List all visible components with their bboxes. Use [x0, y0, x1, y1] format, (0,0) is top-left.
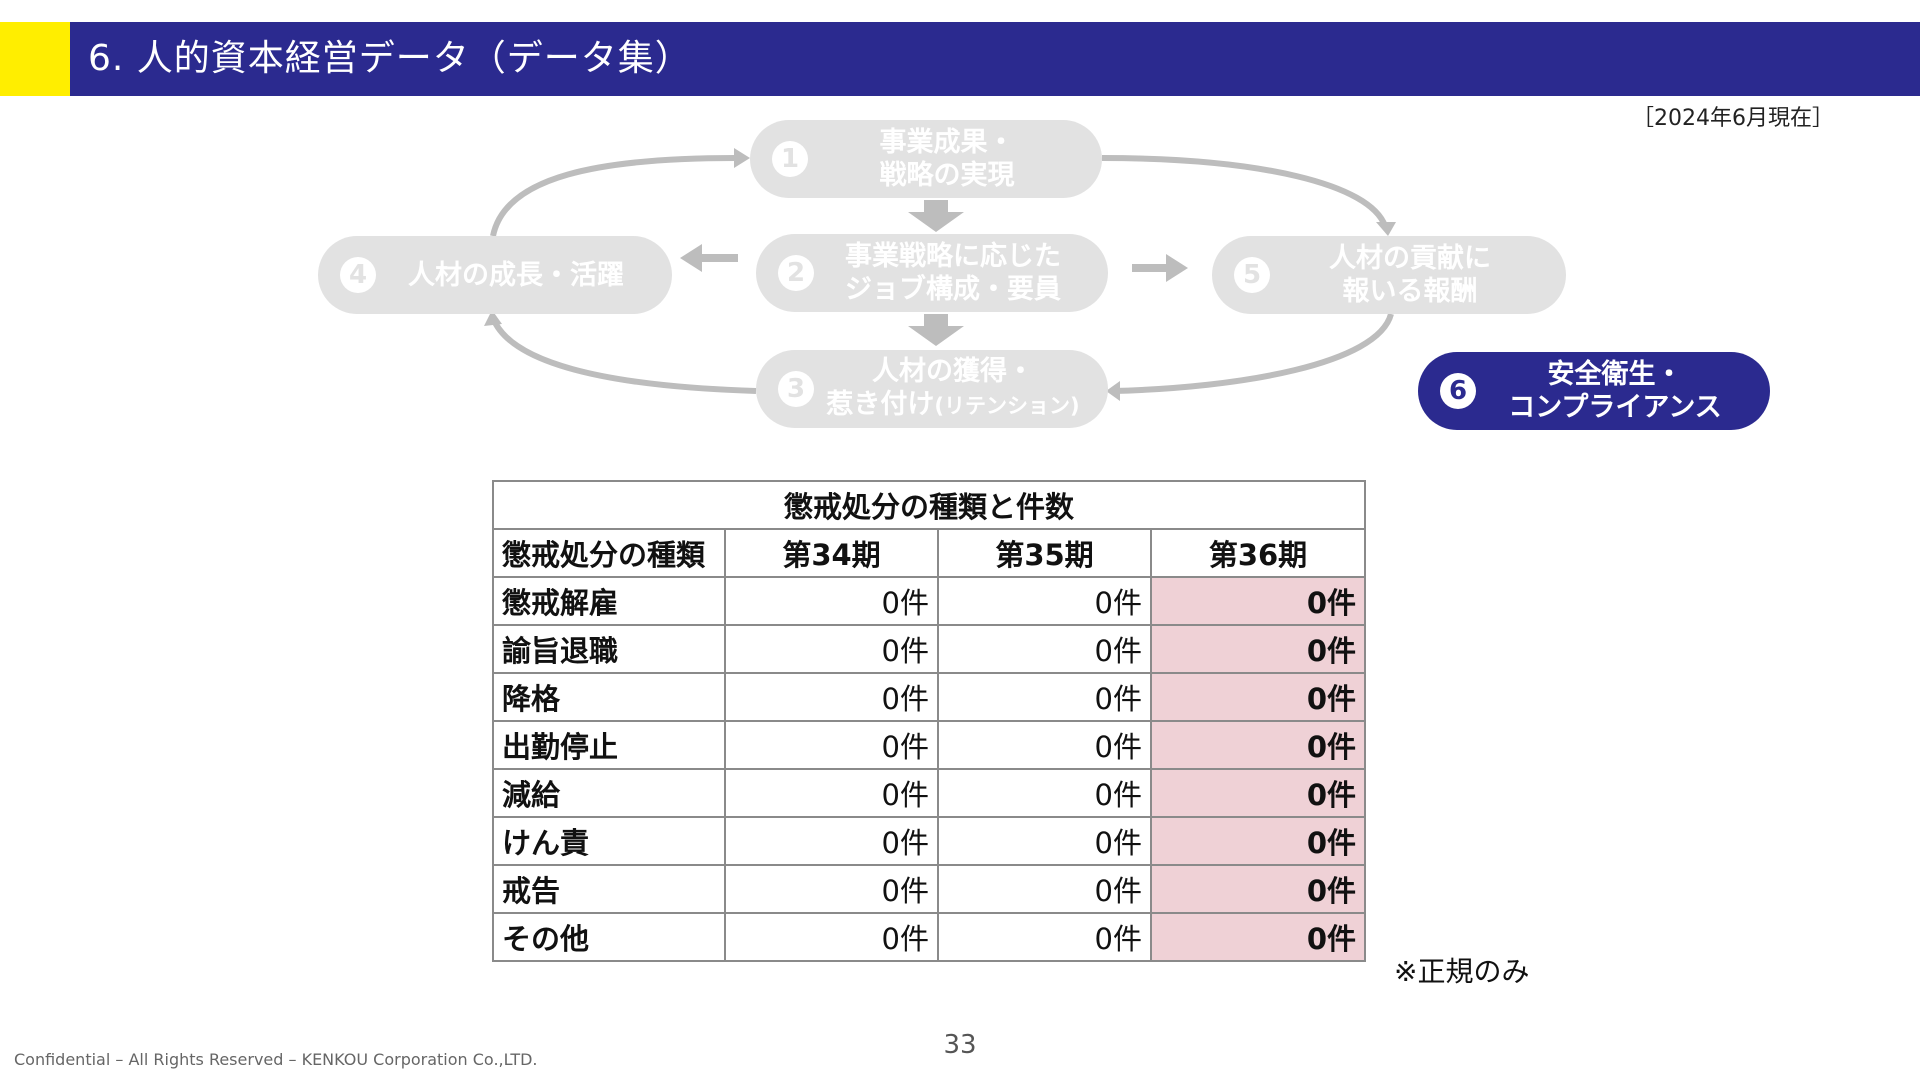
- number-3-badge: 3: [778, 371, 814, 407]
- node-job-structure: 2 事業戦略に応じたジョブ構成・要員: [756, 234, 1108, 312]
- number-4-badge: 4: [340, 257, 376, 293]
- table-row: 降格 0件 0件 0件: [492, 672, 1367, 722]
- node-label-line: 人材の獲得・: [872, 356, 1034, 387]
- cell-value: 0件: [937, 768, 1152, 818]
- arrow-4-to-1: [490, 155, 737, 237]
- node-business-results: 1 事業成果・戦略の実現: [750, 120, 1102, 198]
- node-label-line: コンプライアンス: [1508, 392, 1722, 423]
- table-row: 懲戒解雇 0件 0件 0件: [492, 576, 1367, 626]
- arrow-2-to-3: [908, 314, 964, 346]
- node-talent-growth: 4 人材の成長・活躍: [318, 236, 672, 314]
- number-2-badge: 2: [778, 255, 814, 291]
- cell-value-highlighted: 0件: [1149, 864, 1367, 914]
- arrow-1-to-5: [1101, 155, 1388, 228]
- node-label-line: 惹き付け: [826, 389, 935, 420]
- page-title: 6. 人的資本経営データ（データ集）: [88, 38, 692, 79]
- cell-value-highlighted: 0件: [1149, 672, 1367, 722]
- arrow-2-to-5: [1132, 254, 1188, 282]
- column-header: 第36期: [1149, 528, 1367, 578]
- table-header-row: 懲戒処分の種類 第34期 第35期 第36期: [492, 528, 1367, 578]
- row-label: 降格: [492, 672, 726, 722]
- table-row: 減給 0件 0件 0件: [492, 768, 1367, 818]
- number-5-badge: 5: [1234, 257, 1270, 293]
- table-row: 出勤停止 0件 0件 0件: [492, 720, 1367, 770]
- arrowhead-3-to-4: [484, 310, 502, 326]
- number-6-badge: 6: [1440, 373, 1476, 409]
- row-label: その他: [492, 912, 726, 962]
- cycle-arrows: [484, 148, 1396, 401]
- cell-value: 0件: [937, 576, 1152, 626]
- table-row: 諭旨退職 0件 0件 0件: [492, 624, 1367, 674]
- table-row: その他 0件 0件 0件: [492, 912, 1367, 962]
- arrow-2-to-4: [680, 244, 738, 272]
- table-row: 戒告 0件 0件 0件: [492, 864, 1367, 914]
- cell-value: 0件: [937, 672, 1152, 722]
- header-bar: 6. 人的資本経営データ（データ集）: [0, 22, 1920, 96]
- cell-value: 0件: [937, 816, 1152, 866]
- cell-value: 0件: [724, 912, 939, 962]
- cell-value: 0件: [937, 624, 1152, 674]
- cell-value: 0件: [724, 624, 939, 674]
- table-row: けん責 0件 0件 0件: [492, 816, 1367, 866]
- cell-value-highlighted: 0件: [1149, 576, 1367, 626]
- column-header: 懲戒処分の種類: [492, 528, 726, 578]
- node-label-line: ジョブ構成・要員: [845, 274, 1061, 305]
- cell-value: 0件: [724, 672, 939, 722]
- table-caption: 懲戒処分の種類と件数: [491, 480, 1367, 530]
- node-label-line: 事業戦略に応じた: [845, 241, 1061, 272]
- disciplinary-table: 懲戒処分の種類と件数 懲戒処分の種類 第34期 第35期 第36期 懲戒解雇 0…: [491, 480, 1367, 962]
- node-label-line: 安全衛生・: [1547, 359, 1683, 390]
- page-number: 33: [943, 1030, 977, 1060]
- as-of-date: ［2024年6月現在］: [1632, 106, 1834, 131]
- cell-value: 0件: [724, 816, 939, 866]
- arrow-1-to-2: [908, 200, 964, 232]
- cell-value: 0件: [724, 576, 939, 626]
- node-label-line: 報いる報酬: [1342, 276, 1478, 307]
- footnote: ※正規のみ: [1394, 955, 1530, 988]
- cell-value: 0件: [724, 864, 939, 914]
- cell-value-highlighted: 0件: [1149, 720, 1367, 770]
- node-label-line: 人材の貢献に: [1329, 243, 1491, 274]
- header-accent: [0, 22, 70, 96]
- cell-value: 0件: [937, 720, 1152, 770]
- cell-value: 0件: [724, 768, 939, 818]
- cycle-diagram: 1 事業成果・戦略の実現 2 事業戦略に応じたジョブ構成・要員 3 人材の獲得・…: [0, 0, 1920, 440]
- arrowhead-1-to-5: [1376, 222, 1396, 236]
- column-header: 第34期: [724, 528, 939, 578]
- node-talent-acquisition: 3 人材の獲得・惹き付け(リテンション): [756, 350, 1108, 428]
- arrow-5-to-3: [1111, 313, 1394, 394]
- node-label-suffix: (リテンション): [934, 394, 1080, 418]
- cell-value-highlighted: 0件: [1149, 816, 1367, 866]
- arrowhead-5-to-3: [1106, 381, 1120, 401]
- cell-value-highlighted: 0件: [1149, 768, 1367, 818]
- cell-value-highlighted: 0件: [1149, 912, 1367, 962]
- node-safety-compliance: 6 安全衛生・コンプライアンス: [1418, 352, 1770, 430]
- row-label: けん責: [492, 816, 726, 866]
- node-compensation: 5 人材の貢献に報いる報酬: [1212, 236, 1566, 314]
- row-label: 諭旨退職: [492, 624, 726, 674]
- column-header: 第35期: [937, 528, 1152, 578]
- header-background: [70, 22, 1920, 96]
- number-1-badge: 1: [772, 141, 808, 177]
- row-label: 懲戒解雇: [492, 576, 726, 626]
- row-label: 減給: [492, 768, 726, 818]
- node-label-line: 事業成果・: [879, 127, 1015, 158]
- cell-value: 0件: [724, 720, 939, 770]
- row-label: 戒告: [492, 864, 726, 914]
- table-caption-row: 懲戒処分の種類と件数: [491, 480, 1367, 530]
- node-label-line: 戦略の実現: [879, 160, 1015, 191]
- row-label: 出勤停止: [492, 720, 726, 770]
- node-label-line: 人材の成長・活躍: [408, 259, 624, 291]
- cell-value-highlighted: 0件: [1149, 624, 1367, 674]
- copyright-notice: Confidential – All Rights Reserved – KEN…: [14, 1050, 538, 1069]
- cell-value: 0件: [937, 864, 1152, 914]
- arrowhead-4-to-1: [734, 148, 750, 168]
- cell-value: 0件: [937, 912, 1152, 962]
- arrow-3-to-4: [490, 316, 757, 394]
